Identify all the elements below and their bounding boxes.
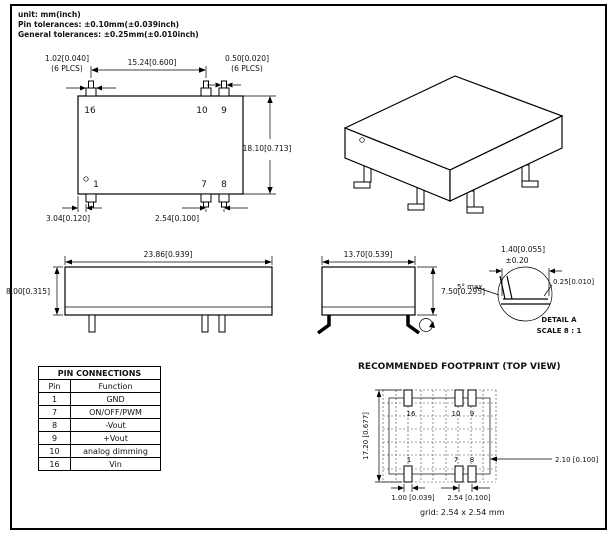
pin-9-label: 9 [221, 106, 227, 116]
pin-number-cell: 8 [38, 418, 71, 432]
detail-a-scale: SCALE 8 : 1 [537, 327, 582, 335]
pin-1-label: 1 [93, 180, 99, 190]
dim-side-width: 23.86[0.939] [144, 250, 193, 259]
detail-a-labels: 1.40[0.055] ±0.20 5° max 0.25[0.010] DET… [457, 245, 594, 335]
top-view-labels: 16 10 9 1 7 8 1.02[0.040] (6 PLCS) 15.24… [45, 54, 291, 223]
footprint-pin-16-label: 16 [407, 410, 416, 418]
dim-lead-length: 1.40[0.055] [501, 245, 545, 254]
dim-footprint-pitch: 2.54 [0.100] [447, 494, 491, 502]
pin-number-cell: 9 [38, 431, 71, 445]
end-view-drawing: 13.70[0.539] 7.50[0.295] [316, 250, 485, 335]
top-view-dimension-lines [62, 66, 276, 212]
detail-a-linework [474, 266, 562, 322]
pin-number-cell: 7 [38, 405, 71, 419]
pin-number-cell: 16 [38, 457, 71, 471]
iso-pin1-indicator-dot [359, 137, 365, 143]
top-view-package-outline [77, 80, 244, 208]
dim-lead-thickness: 0.25[0.010] [553, 278, 594, 286]
dim-lead-angle: 5° max [457, 283, 482, 291]
pin-10-label: 10 [196, 106, 208, 116]
tolerance-notes: unit: mm(inch) Pin tolerances: ±0.10mm(±… [18, 10, 199, 40]
end-view-left-pin [316, 315, 331, 335]
pin-function-cell: Vin [70, 457, 161, 471]
side-view-dimension-lines [53, 256, 273, 316]
top-view-drawing: 16 10 9 1 7 8 1.02[0.040] (6 PLCS) 15.24… [45, 54, 291, 223]
footprint-grid [382, 389, 497, 483]
pin-table-title: PIN CONNECTIONS [38, 366, 161, 380]
table-row: 16 Vin [38, 457, 161, 471]
dim-pin-width: 1.02[0.040] [45, 54, 89, 63]
footprint-labels: 16 10 9 1 7 8 17.20 [0.677] 2.10 [0.100]… [362, 410, 599, 502]
side-view-body [64, 266, 273, 333]
footprint-dimension-lines [375, 389, 552, 492]
table-row: 10 analog dimming [38, 444, 161, 458]
footprint-pin-10-label: 10 [452, 410, 461, 418]
dim-body-height: 18.10[0.713] [243, 144, 292, 153]
note-general-tolerance: General tolerances: ±0.25mm(±0.010inch) [18, 30, 199, 39]
end-view-dimension-lines [321, 256, 437, 332]
pin-8-label: 8 [221, 180, 227, 190]
dim-pin-thickness-note: (6 PLCS) [231, 64, 263, 73]
dim-footprint-height: 17.20 [0.677] [362, 412, 370, 460]
footprint-title: RECOMMENDED FOOTPRINT (TOP VIEW) [358, 362, 561, 372]
footprint-pin-9-label: 9 [470, 410, 474, 418]
table-row: 7 ON/OFF/PWM [38, 405, 161, 419]
side-view-drawing: 23.86[0.939] 8.00[0.315] [6, 250, 273, 333]
pin-function-cell: GND [70, 392, 161, 406]
pin-column-header: Pin [38, 379, 71, 393]
dim-lead-tolerance: ±0.20 [506, 256, 529, 265]
table-row: 9 +Vout [38, 431, 161, 445]
dim-pin-width-note: (6 PLCS) [51, 64, 83, 73]
detail-a-drawing: 1.40[0.055] ±0.20 5° max 0.25[0.010] DET… [457, 245, 594, 335]
table-row: 1 GND [38, 392, 161, 406]
dim-pin-pitch: 2.54[0.100] [155, 214, 199, 223]
pin-function-cell: +Vout [70, 431, 161, 445]
pin1-indicator-dot [83, 176, 89, 182]
footprint-package-outline [388, 397, 491, 475]
dim-side-height: 8.00[0.315] [6, 287, 50, 296]
dim-footprint-pad-right: 2.10 [0.100] [555, 456, 599, 464]
page-border [10, 4, 607, 530]
pin-16-label: 16 [84, 106, 96, 116]
end-view-right-pin [406, 315, 421, 335]
pin-function-cell: -Vout [70, 418, 161, 432]
dim-end-height: 7.50[0.295] [441, 287, 485, 296]
function-column-header: Function [70, 379, 161, 393]
isometric-package [343, 75, 564, 214]
pin-7-label: 7 [201, 180, 207, 190]
dim-row-span: 15.24[0.600] [128, 58, 177, 67]
isometric-view-drawing [343, 75, 564, 214]
dim-pin1-offset: 3.04[0.120] [46, 214, 90, 223]
footprint-pin-7-label: 7 [454, 456, 458, 464]
footprint-pin-1-label: 1 [407, 456, 411, 464]
pin-function-cell: ON/OFF/PWM [70, 405, 161, 419]
pin-number-cell: 10 [38, 444, 71, 458]
pin-function-cell: analog dimming [70, 444, 161, 458]
end-view-body [316, 266, 421, 335]
grid-note: grid: 2.54 x 2.54 mm [420, 508, 505, 517]
dim-pin-thickness: 0.50[0.020] [225, 54, 269, 63]
footprint-pin-8-label: 8 [470, 456, 474, 464]
dim-end-width: 13.70[0.539] [344, 250, 393, 259]
end-view-labels: 13.70[0.539] 7.50[0.295] [344, 250, 485, 296]
dim-footprint-pad-width: 1.00 [0.039] [391, 494, 435, 502]
pin-number-cell: 1 [38, 392, 71, 406]
note-unit: unit: mm(inch) [18, 10, 81, 19]
side-view-labels: 23.86[0.939] 8.00[0.315] [6, 250, 192, 296]
footprint-drawing: 16 10 9 1 7 8 17.20 [0.677] 2.10 [0.100]… [362, 389, 599, 502]
footprint-pads [403, 389, 477, 483]
table-row: 8 -Vout [38, 418, 161, 432]
pin-connections-table: PIN CONNECTIONS Pin Function 1 GND 7 ON/… [38, 366, 161, 471]
detail-a-title: DETAIL A [541, 316, 577, 324]
note-pin-tolerance: Pin tolerances: ±0.10mm(±0.039inch) [18, 20, 180, 29]
